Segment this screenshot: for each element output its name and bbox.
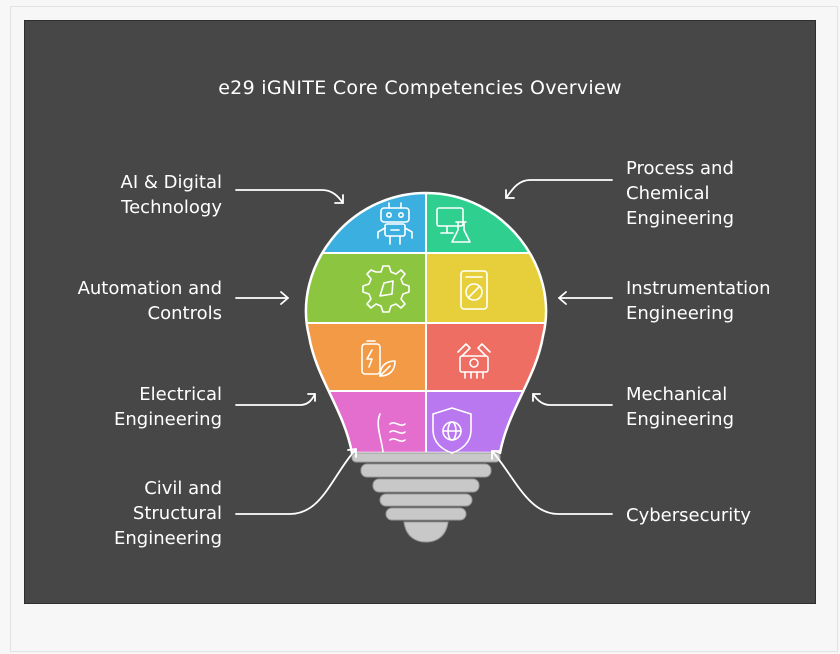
arrow-process-chemical: [505, 179, 613, 199]
label-ai-digital: AI & Digital Technology: [120, 172, 222, 218]
arrow-mechanical: [532, 393, 613, 406]
monitor-flask-icon: [436, 207, 471, 243]
segment-electrical: [305, 322, 427, 392]
label-automation: Automation and Controls: [77, 278, 222, 324]
bridge-icon: [377, 413, 406, 453]
gear-hand-icon: [362, 265, 410, 313]
label-mechanical: Mechanical Engineering: [626, 384, 734, 430]
segment-instrumentation: [425, 252, 547, 324]
arrow-automation: [235, 291, 289, 305]
arrow-instrumentation: [558, 291, 613, 305]
label-cybersecurity: Cybersecurity: [626, 505, 751, 526]
bulb-outline: [304, 191, 548, 455]
engine-icon: [457, 343, 491, 379]
arrow-electrical: [235, 393, 316, 406]
label-electrical: Electrical Engineering: [114, 384, 222, 430]
robot-icon: [377, 202, 413, 245]
shield-globe-icon: [432, 407, 472, 454]
label-civil: Civil and Structural Engineering: [114, 478, 222, 549]
gauge-icon: [460, 270, 488, 310]
segment-automation: [305, 252, 427, 324]
arrow-cybersecurity: [491, 450, 613, 515]
arrow-civil: [235, 448, 357, 515]
segment-ai-digital: [305, 193, 427, 254]
label-process-chemical: Process and Chemical Engineering: [626, 158, 734, 229]
battery-leaf-icon: [361, 340, 396, 377]
arrow-ai-digital: [235, 189, 344, 204]
diagram-title: e29 iGNITE Core Competencies Overview: [218, 77, 622, 99]
segment-mechanical: [425, 322, 547, 392]
bulb-base: [351, 452, 501, 543]
label-instrumentation: Instrumentation Engineering: [626, 278, 771, 324]
